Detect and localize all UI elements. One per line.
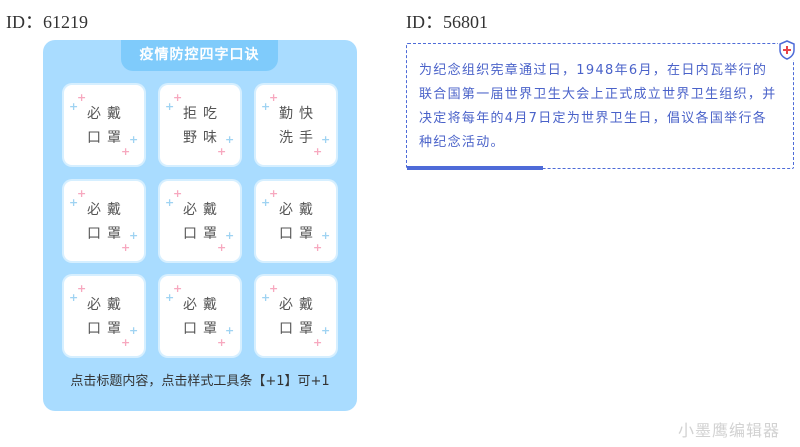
sparkle-icon: + — [217, 145, 227, 158]
tile-line1: 必戴 — [279, 202, 319, 218]
slogan-tile[interactable]: + + 必戴 口罩 + + — [64, 181, 144, 261]
sparkle-icon: + — [121, 241, 131, 254]
sparkle-icon: + — [129, 133, 139, 146]
sparkle-icon: + — [77, 91, 87, 104]
sparkle-icon: + — [69, 100, 79, 113]
tile-line1: 必戴 — [87, 202, 127, 218]
slogan-tile[interactable]: + + 勤快 洗手 + + — [256, 85, 336, 165]
slogan-tile[interactable]: + + 必戴 口罩 + + — [160, 181, 240, 261]
sparkle-icon: + — [173, 282, 183, 295]
editor-watermark: 小墨鹰编辑器 — [678, 421, 781, 440]
sparkle-icon: + — [313, 145, 323, 158]
notice-box[interactable]: 为纪念组织宪章通过日，1948年6月，在日内瓦举行的联合国第一届世界卫生大会上正… — [406, 40, 796, 170]
tile-line1: 必戴 — [183, 297, 223, 313]
sparkle-icon: + — [269, 282, 279, 295]
sparkle-icon: + — [269, 91, 279, 104]
sparkle-icon: + — [121, 336, 131, 349]
tile-line2: 口罩 — [279, 321, 319, 337]
sparkle-icon: + — [69, 196, 79, 209]
sparkle-icon: + — [165, 291, 175, 304]
sparkle-icon: + — [225, 133, 235, 146]
sparkle-icon: + — [261, 100, 271, 113]
template-id-right: ID：56801 — [406, 12, 488, 32]
sparkle-icon: + — [313, 336, 323, 349]
slogan-tile[interactable]: + + 拒吃 野味 + + — [160, 85, 240, 165]
slogan-card[interactable]: 疫情防控四字口诀 + + 必戴 口罩 + + + + 拒吃 野味 + + + +… — [43, 40, 357, 411]
sparkle-icon: + — [129, 229, 139, 242]
sparkle-icon: + — [321, 133, 331, 146]
card-title[interactable]: 疫情防控四字口诀 — [121, 40, 278, 71]
slogan-tile[interactable]: + + 必戴 口罩 + + — [256, 181, 336, 261]
slogan-tile[interactable]: + + 必戴 口罩 + + — [64, 276, 144, 356]
sparkle-icon: + — [261, 196, 271, 209]
sparkle-icon: + — [225, 324, 235, 337]
sparkle-icon: + — [121, 145, 131, 158]
tile-line2: 口罩 — [183, 321, 223, 337]
tile-line2: 口罩 — [183, 226, 223, 242]
tile-line2: 野味 — [183, 130, 223, 146]
tile-line1: 必戴 — [87, 106, 127, 122]
sparkle-icon: + — [69, 291, 79, 304]
sparkle-icon: + — [217, 336, 227, 349]
sparkle-icon: + — [321, 229, 331, 242]
tile-line2: 洗手 — [279, 130, 319, 146]
sparkle-icon: + — [173, 187, 183, 200]
tile-line1: 勤快 — [279, 106, 319, 122]
template-id-left: ID：61219 — [6, 12, 88, 32]
sparkle-icon: + — [313, 241, 323, 254]
sparkle-icon: + — [225, 229, 235, 242]
card-instruction: 点击标题内容，点击样式工具条【+1】可+1 — [70, 374, 330, 389]
sparkle-icon: + — [269, 187, 279, 200]
sparkle-icon: + — [77, 187, 87, 200]
notice-accent-bar — [407, 166, 543, 170]
sparkle-icon: + — [217, 241, 227, 254]
slogan-tile[interactable]: + + 必戴 口罩 + + — [256, 276, 336, 356]
sparkle-icon: + — [261, 291, 271, 304]
tile-line1: 必戴 — [87, 297, 127, 313]
tile-line1: 必戴 — [183, 202, 223, 218]
sparkle-icon: + — [165, 196, 175, 209]
tile-line2: 口罩 — [279, 226, 319, 242]
tile-line2: 口罩 — [87, 226, 127, 242]
tile-line1: 拒吃 — [183, 106, 223, 122]
notice-text[interactable]: 为纪念组织宪章通过日，1948年6月，在日内瓦举行的联合国第一届世界卫生大会上正… — [419, 63, 777, 150]
shield-plus-icon — [778, 40, 796, 60]
sparkle-icon: + — [77, 282, 87, 295]
sparkle-icon: + — [165, 100, 175, 113]
sparkle-icon: + — [321, 324, 331, 337]
tile-line1: 必戴 — [279, 297, 319, 313]
tile-line2: 口罩 — [87, 321, 127, 337]
slogan-tile[interactable]: + + 必戴 口罩 + + — [64, 85, 144, 165]
sparkle-icon: + — [173, 91, 183, 104]
tile-line2: 口罩 — [87, 130, 127, 146]
slogan-tile[interactable]: + + 必戴 口罩 + + — [160, 276, 240, 356]
sparkle-icon: + — [129, 324, 139, 337]
